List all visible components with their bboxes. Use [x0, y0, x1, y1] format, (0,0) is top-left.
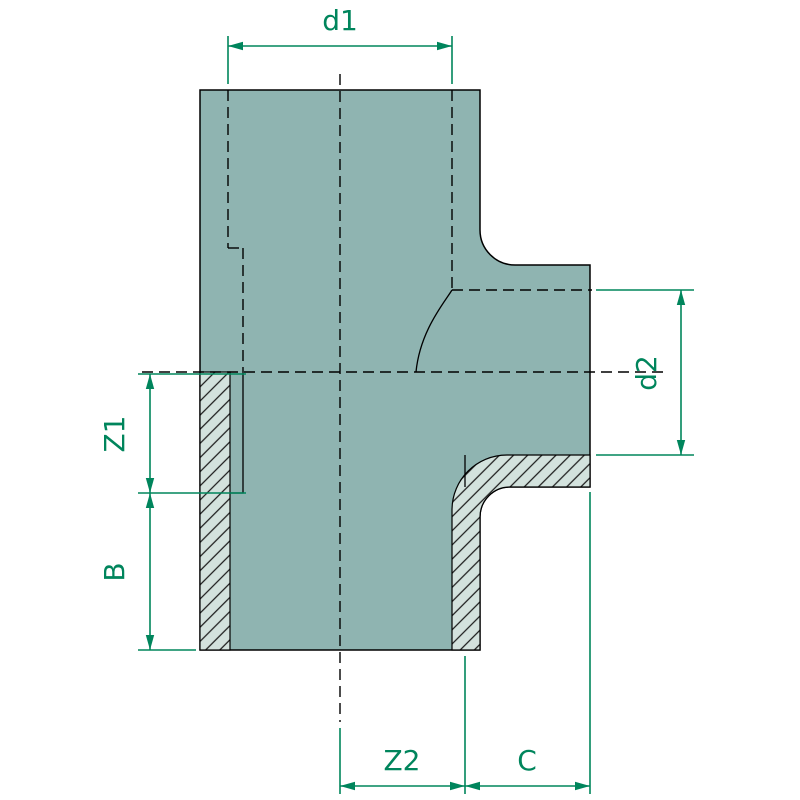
arrowhead-top: [145, 493, 155, 508]
arrowhead-right: [450, 781, 465, 791]
dim-label-d1: d1: [322, 4, 358, 37]
tee-fitting-outline: [199, 89, 591, 651]
arrowhead-top: [676, 290, 686, 305]
dim-label-z2: Z2: [384, 744, 421, 777]
dim-label-d2: d2: [630, 355, 663, 391]
arrowhead-right: [575, 781, 590, 791]
arrowhead-top: [145, 374, 155, 389]
bore-intersection-curve: [415, 289, 453, 373]
right-branch-wall-section: [451, 454, 591, 651]
dimension-z2: Z2: [339, 656, 466, 794]
dim-label-z1: Z1: [98, 416, 131, 453]
fitting-body-group: [199, 89, 591, 651]
arrowhead-left: [340, 781, 355, 791]
dimension-b: B: [98, 493, 196, 651]
centerlines: [142, 74, 666, 722]
arrowhead-left: [465, 781, 480, 791]
hidden-lines: [227, 90, 592, 372]
dim-label-c: C: [517, 744, 537, 777]
dimension-d1: d1: [227, 4, 453, 84]
arrowhead-right: [437, 41, 452, 51]
arrowhead-left: [228, 41, 243, 51]
arrowhead-bottom: [145, 478, 155, 493]
dimension-c: C: [465, 492, 591, 794]
left-socket-wall-section: [199, 371, 231, 651]
dim-label-b: B: [98, 562, 131, 581]
dimension-z1: Z1: [98, 373, 246, 494]
dimension-d2: d2: [596, 289, 694, 456]
arrowhead-bottom: [145, 635, 155, 650]
arrowhead-bottom: [676, 440, 686, 455]
